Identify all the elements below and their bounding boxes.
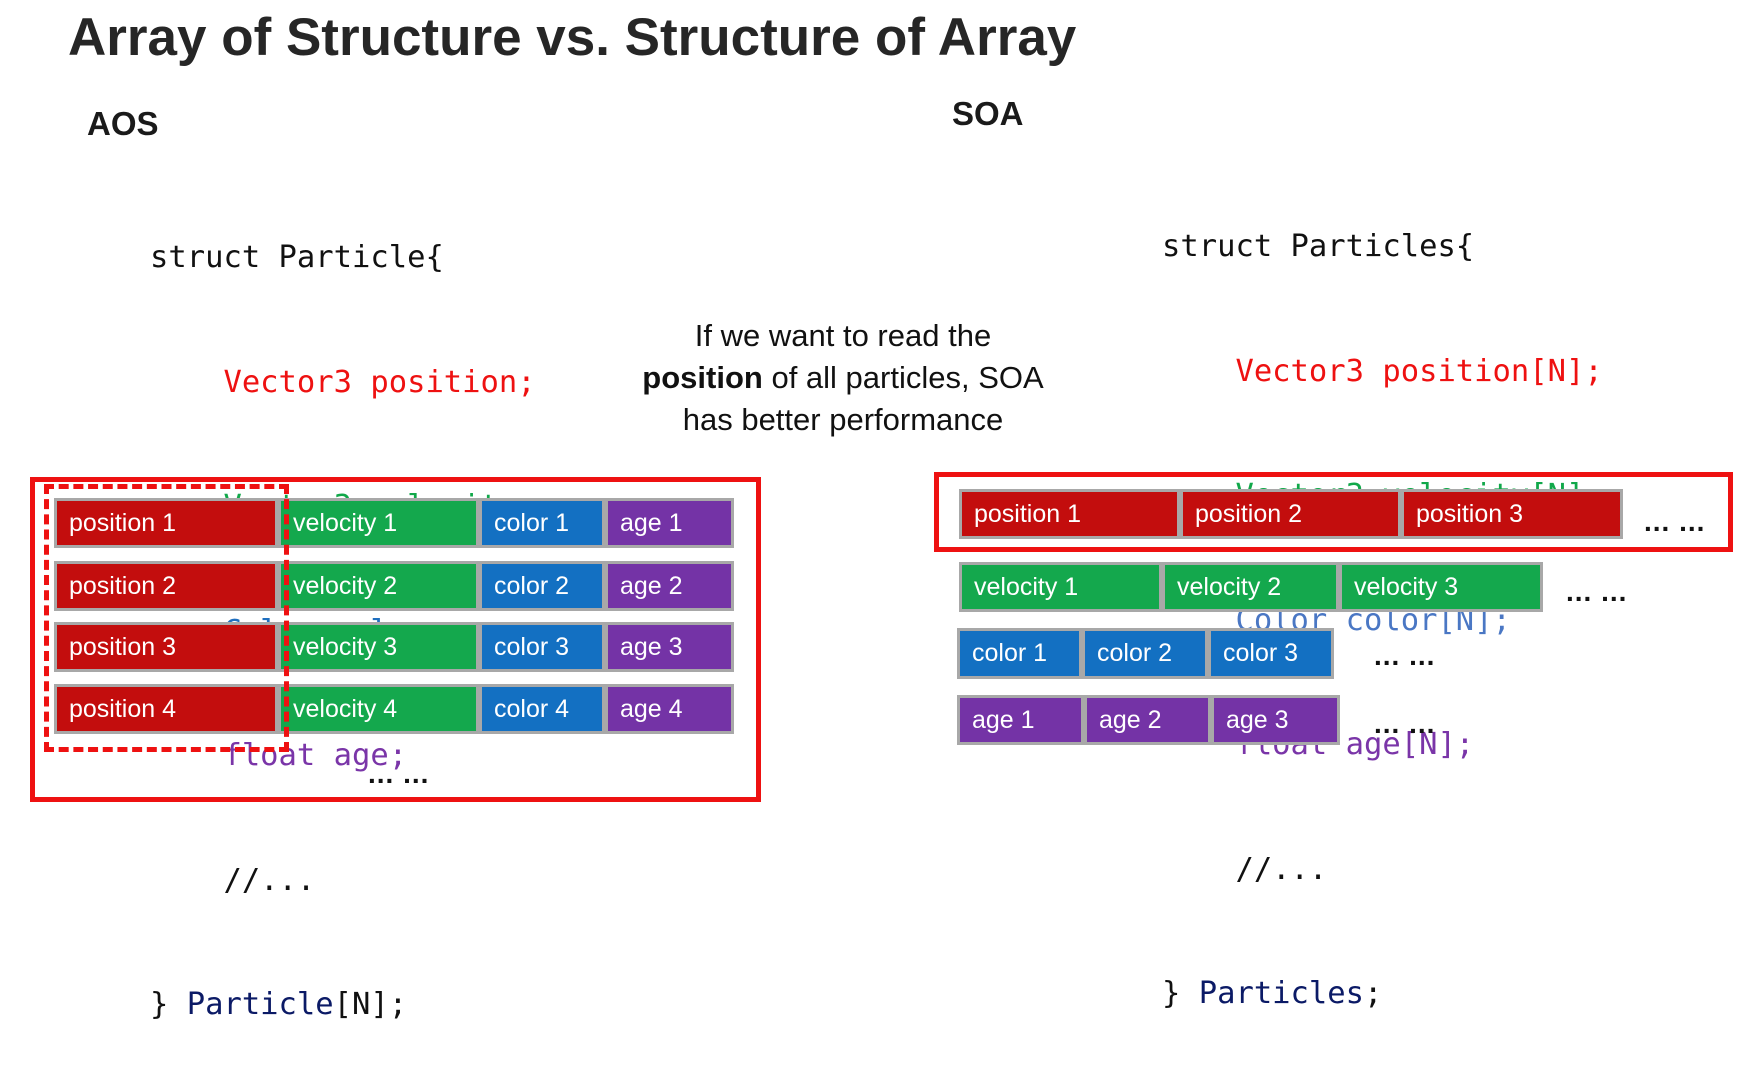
- soa-cell-position-1: position 1: [959, 489, 1180, 539]
- aos-memory-highlight-box: [30, 477, 761, 802]
- aos-cell-velocity-2: velocity 2: [278, 561, 479, 611]
- aos-cell-velocity-3: velocity 3: [278, 622, 479, 672]
- note-bold-position: position: [642, 360, 763, 395]
- soa-cell-age-3: age 3: [1211, 695, 1340, 745]
- soa-code-position: Vector3 position[N];: [1162, 353, 1603, 389]
- aos-cell-velocity-1: velocity 1: [278, 498, 479, 548]
- aos-cell-age-4: age 4: [605, 684, 734, 734]
- soa-cell-velocity-2: velocity 2: [1162, 562, 1339, 612]
- soa-cell-age-1: age 1: [957, 695, 1084, 745]
- aos-cell-age-2: age 2: [605, 561, 734, 611]
- soa-cell-velocity-3: velocity 3: [1339, 562, 1543, 612]
- aos-code-close-suffix: [N];: [333, 987, 408, 1022]
- aos-cell-age-3: age 3: [605, 622, 734, 672]
- note-line-2: position of all particles, SOA: [598, 357, 1088, 399]
- note-line-1: If we want to read the: [694, 318, 992, 353]
- aos-cell-color-2: color 2: [479, 561, 605, 611]
- soa-code-close-name: Particles: [1198, 976, 1364, 1011]
- aos-code-comment: //...: [150, 862, 316, 898]
- soa-position-ellipsis: ... ...: [1644, 506, 1706, 537]
- aos-label: AOS: [87, 105, 159, 142]
- aos-cell-color-4: color 4: [479, 684, 605, 734]
- soa-label: SOA: [952, 95, 1024, 132]
- soa-cell-position-2: position 2: [1180, 489, 1401, 539]
- aos-cell-position-3: position 3: [54, 622, 278, 672]
- page-title: Array of Structure vs. Structure of Arra…: [68, 8, 1077, 67]
- aos-cell-color-1: color 1: [479, 498, 605, 548]
- performance-note: If we want to read the position of all p…: [598, 315, 1088, 441]
- soa-age-ellipsis: ... ...: [1374, 708, 1436, 739]
- soa-cell-color-2: color 2: [1082, 628, 1208, 679]
- soa-cell-velocity-1: velocity 1: [959, 562, 1162, 612]
- aos-cell-position-1: position 1: [54, 498, 278, 548]
- soa-cell-color-3: color 3: [1208, 628, 1334, 679]
- aos-ellipsis: ... ...: [368, 758, 430, 789]
- note-line-2-rest: of all particles, SOA: [762, 360, 1044, 395]
- aos-code-close-name: Particle: [186, 987, 334, 1022]
- soa-cell-age-2: age 2: [1084, 695, 1211, 745]
- aos-position-column-highlight: [44, 484, 289, 752]
- soa-color-ellipsis: ... ...: [1374, 640, 1436, 671]
- note-line-3: has better performance: [682, 402, 1004, 437]
- aos-cell-age-1: age 1: [605, 498, 734, 548]
- soa-code-comment: //...: [1162, 851, 1328, 887]
- soa-code-open: struct Particles{: [1162, 229, 1475, 264]
- aos-cell-position-4: position 4: [54, 684, 278, 734]
- aos-cell-color-3: color 3: [479, 622, 605, 672]
- aos-code-position: Vector3 position;: [150, 364, 536, 400]
- soa-code-close-brace: }: [1162, 976, 1199, 1011]
- soa-position-row-highlight: [934, 472, 1733, 552]
- soa-cell-color-1: color 1: [957, 628, 1082, 679]
- aos-code-close-brace: }: [150, 987, 187, 1022]
- soa-cell-position-3: position 3: [1401, 489, 1623, 539]
- aos-code-open: struct Particle{: [150, 240, 444, 275]
- aos-code-age: float age;: [150, 738, 408, 773]
- soa-code-close-suffix: ;: [1364, 976, 1383, 1011]
- aos-cell-position-2: position 2: [54, 561, 278, 611]
- aos-cell-velocity-4: velocity 4: [278, 684, 479, 734]
- soa-velocity-ellipsis: ... ...: [1566, 576, 1628, 607]
